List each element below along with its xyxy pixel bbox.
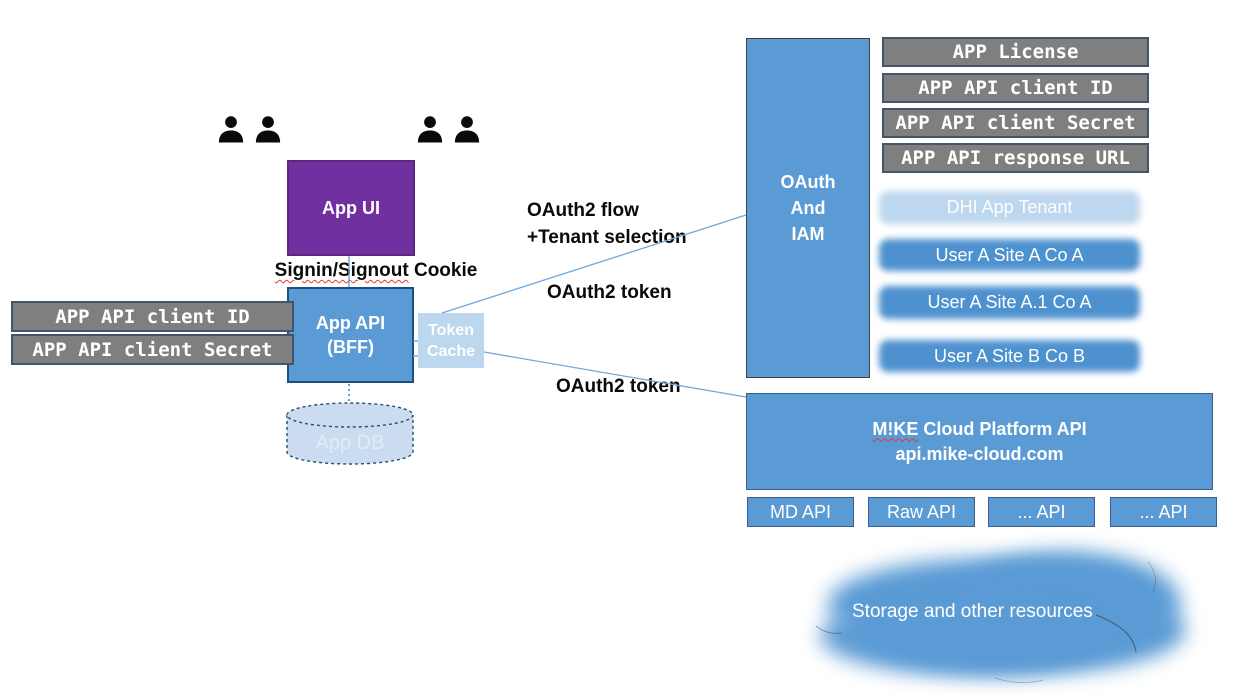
- oauth-iam-line2: And: [790, 198, 826, 218]
- app-api-bff-box: App API (BFF): [287, 287, 414, 383]
- database-icon: App DB: [286, 402, 414, 465]
- other-api-box-1: ... API: [988, 497, 1095, 527]
- users-group-right: [415, 114, 482, 147]
- token-cache-line1: Token: [428, 321, 474, 339]
- app-api-line1: App API: [315, 313, 386, 333]
- user-site-label-3: User A Site B Co B: [933, 345, 1086, 366]
- user-site-box-3: User A Site B Co B: [881, 342, 1138, 370]
- oauth-token-upper-label: OAuth2 token: [547, 282, 672, 303]
- oauth-flow-line1: OAuth2 flow: [527, 200, 639, 221]
- app-api-response-url-label: APP API response URL: [901, 147, 1130, 169]
- other-api-box-2: ... API: [1110, 497, 1217, 527]
- oauth-token-lower-label: OAuth2 token: [556, 376, 681, 397]
- user-icon: [454, 116, 480, 143]
- oauth-flow-line2: +Tenant selection: [527, 227, 687, 248]
- mike-api-subtitle: api.mike-cloud.com: [895, 443, 1064, 464]
- mike-cloud-platform-api-box: M!KE Cloud Platform API api.mike-cloud.c…: [746, 393, 1213, 490]
- user-icon: [417, 116, 443, 143]
- user-site-label-1: User A Site A Co A: [935, 244, 1084, 265]
- other-api-label-2: ... API: [1139, 501, 1188, 522]
- app-api-client-secret-label: APP API client Secret: [32, 338, 273, 361]
- app-api-client-secret-config-label: APP API client Secret: [895, 112, 1136, 134]
- app-api-client-id-chip: APP API client ID: [11, 301, 294, 332]
- signin-cookie-misspelled: Signin/Signout: [274, 260, 409, 281]
- oauth-iam-line3: IAM: [791, 224, 825, 244]
- mike-brand: M!KE: [872, 418, 919, 439]
- user-icon: [255, 116, 281, 143]
- cloud-shape: [820, 598, 1105, 674]
- dhi-app-tenant-box: DHI App Tenant: [881, 193, 1138, 222]
- app-license-label: APP License: [952, 41, 1079, 63]
- other-api-label-1: ... API: [1017, 501, 1066, 522]
- oauth-flow-label: OAuth2 flow +Tenant selection: [527, 197, 687, 251]
- app-api-client-secret-config-chip: APP API client Secret: [882, 108, 1149, 138]
- app-api-response-url-chip: APP API response URL: [882, 143, 1149, 173]
- app-ui-box: App UI: [287, 160, 415, 256]
- cloud-stroke-accent: [994, 677, 1044, 683]
- oauth-iam-box: OAuth And IAM: [746, 38, 870, 378]
- app-db-label: App DB: [316, 432, 385, 454]
- md-api-box: MD API: [747, 497, 854, 527]
- users-group-left: [216, 114, 283, 147]
- token-cache-box: Token Cache: [418, 313, 484, 368]
- raw-api-box: Raw API: [868, 497, 975, 527]
- app-api-client-secret-chip: APP API client Secret: [11, 334, 294, 365]
- mike-title-rest: Cloud Platform API: [918, 418, 1087, 439]
- app-api-client-id-config-chip: APP API client ID: [882, 73, 1149, 103]
- user-site-box-1: User A Site A Co A: [881, 241, 1138, 269]
- signin-cookie-rest: Cookie: [408, 260, 478, 281]
- app-api-client-id-label: APP API client ID: [55, 305, 250, 328]
- raw-api-label: Raw API: [886, 501, 957, 522]
- app-license-chip: APP License: [882, 37, 1149, 67]
- oauth-iam-line1: OAuth: [780, 172, 836, 192]
- app-api-line2: (BFF): [327, 337, 374, 357]
- mike-api-title: M!KE Cloud Platform API: [872, 417, 1086, 442]
- md-api-label: MD API: [769, 501, 831, 522]
- user-icon: [218, 116, 244, 143]
- user-site-label-2: User A Site A.1 Co A: [927, 292, 1092, 312]
- app-ui-label: App UI: [322, 197, 380, 218]
- user-site-box-2: User A Site A.1 Co A: [881, 288, 1138, 317]
- app-db-cylinder: App DB: [285, 400, 415, 470]
- dhi-app-tenant-label: DHI App Tenant: [946, 197, 1073, 217]
- app-api-client-id-config-label: APP API client ID: [918, 77, 1113, 99]
- storage-cloud-label: Storage and other resources: [852, 601, 1093, 622]
- signin-cookie-label: Signin/Signout Cookie: [255, 260, 497, 282]
- token-cache-line2: Cache: [426, 342, 476, 360]
